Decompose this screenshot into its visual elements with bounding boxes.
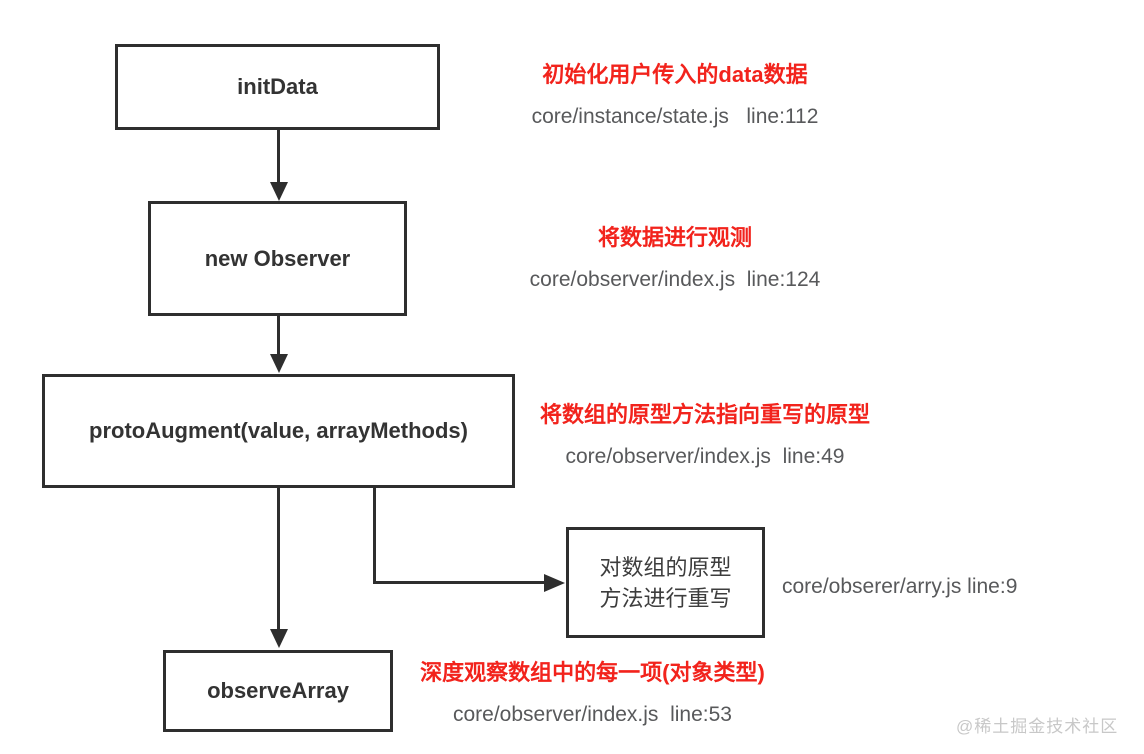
annotation-observe-array-title: 深度观察数组中的每一项(对象类型)	[420, 660, 765, 685]
annotation-rewrite-array: core/obserer/arry.js line:9	[782, 573, 1102, 601]
annotation-initdata-file-path: core/instance/state.js line:112	[531, 105, 819, 128]
node-observe-array-label: observeArray	[207, 678, 349, 703]
watermark: @稀土掘金技术社区	[956, 717, 1119, 736]
node-proto-augment-label: protoAugment(value, arrayMethods)	[89, 418, 468, 443]
node-rewrite-array-prototype: 对数组的原型 方法进行重写	[566, 527, 765, 638]
annotation-proto-augment-title: 将数组的原型方法指向重写的原型	[539, 402, 870, 427]
annotation-proto-augment: 将数组的原型方法指向重写的原型 core/observer/index.js l…	[520, 401, 890, 471]
node-initdata-label: initData	[237, 74, 318, 99]
annotation-new-observer-title: 将数据进行观测	[597, 225, 752, 250]
arrow-down-icon	[270, 629, 288, 648]
annotation-observe-array-file-path: core/observer/index.js line:53	[453, 703, 732, 726]
node-proto-augment: protoAugment(value, arrayMethods)	[42, 374, 515, 488]
node-observe-array: observeArray	[163, 650, 393, 732]
annotation-proto-augment-file-path: core/observer/index.js line:49	[565, 445, 845, 468]
annotation-initdata-title: 初始化用户传入的data数据	[542, 62, 808, 87]
node-new-observer: new Observer	[148, 201, 407, 316]
node-rewrite-array-prototype-label: 对数组的原型 方法进行重写	[599, 554, 732, 611]
node-new-observer-label: new Observer	[204, 245, 351, 271]
annotation-new-observer-file-path: core/observer/index.js line:124	[529, 268, 821, 291]
arrow-right-icon	[544, 574, 565, 592]
arrow-protoaugment-to-observearray-line	[277, 488, 280, 630]
annotation-new-observer: 将数据进行观测 core/observer/index.js line:124	[480, 224, 870, 294]
arrow-protoaugment-to-rewrite-vline	[373, 488, 376, 584]
node-initdata: initData	[115, 44, 440, 130]
annotation-observe-array: 深度观察数组中的每一项(对象类型) core/observer/index.js…	[405, 659, 780, 729]
arrow-newobserver-to-protoaugment-line	[277, 316, 280, 355]
annotation-initdata: 初始化用户传入的data数据 core/instance/state.js li…	[480, 61, 870, 131]
annotation-rewrite-array-file-path: core/obserer/arry.js line:9	[782, 575, 1018, 598]
arrow-down-icon	[270, 182, 288, 201]
arrow-initdata-to-newobserver-line	[277, 130, 280, 183]
arrow-protoaugment-to-rewrite-hline	[373, 581, 544, 584]
arrow-down-icon	[270, 354, 288, 373]
